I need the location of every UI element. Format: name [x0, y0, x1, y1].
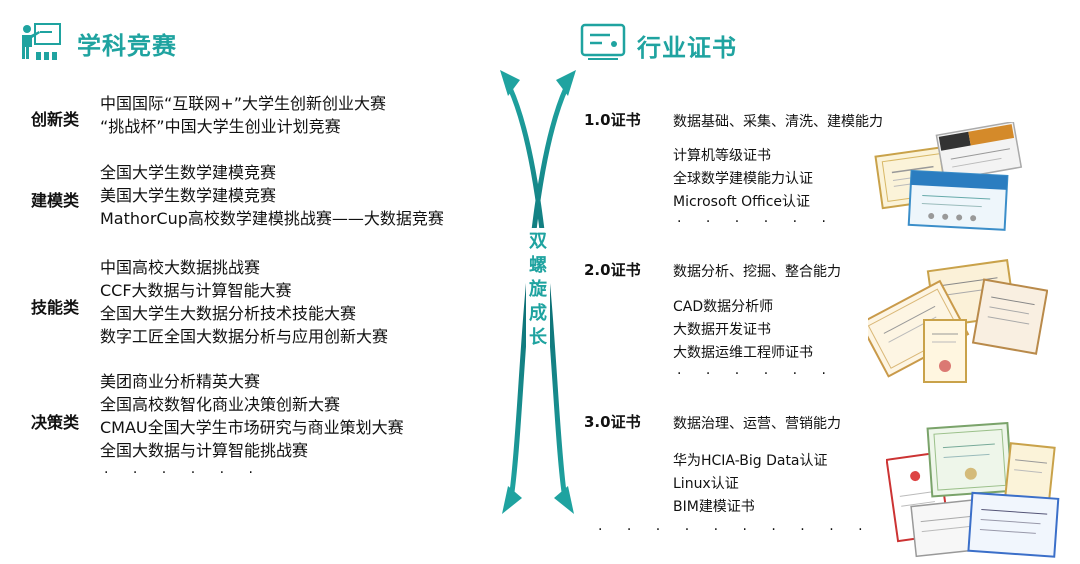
category-label-innovation: 创新类: [31, 110, 80, 129]
cert-list-2: CAD数据分析师 大数据开发证书 大数据运维工程师证书: [673, 296, 813, 365]
list-item: 全国大数据与计算智能挑战赛: [100, 441, 309, 460]
list-item: 计算机等级证书: [673, 148, 771, 164]
list-item: 全球数学建模能力认证: [673, 171, 813, 187]
certificate-images-1: [870, 120, 1030, 236]
level-label-3: 3.0证书: [584, 413, 641, 431]
list-item: MathorCup高校数学建模挑战赛——大数据竞赛: [100, 209, 444, 228]
center-label: 双螺旋成长: [529, 231, 547, 348]
level-desc-2: 数据分析、挖掘、整合能力: [673, 264, 841, 280]
list-item: BIM建模证书: [673, 499, 755, 515]
list-item: Microsoft Office认证: [673, 194, 811, 210]
list-item: 全国大学生大数据分析技术技能大赛: [100, 304, 357, 323]
teacher-presentation-icon: [18, 22, 62, 62]
center-label-bg: [526, 228, 550, 352]
level-label-1: 1.0证书: [584, 111, 641, 129]
category-label-modeling: 建模类: [31, 191, 80, 210]
competition-list-decision: 美团商业分析精英大赛 全国高校数智化商业决策创新大赛 CMAU全国大学生市场研究…: [100, 370, 404, 462]
list-item: 华为HCIA-Big Data认证: [673, 453, 828, 469]
level-ellipsis-3: · · · · · · · · · ·: [598, 522, 873, 538]
level-ellipsis-1: · · · · · ·: [677, 214, 836, 230]
level-desc-3: 数据治理、运营、营销能力: [673, 416, 841, 432]
level-ellipsis-2: · · · · · ·: [677, 366, 836, 382]
left-ellipsis: · · · · · ·: [104, 465, 263, 481]
cert-list-3: 华为HCIA-Big Data认证 Linux认证 BIM建模证书: [673, 450, 828, 519]
left-section-title: 学科竞赛: [77, 32, 177, 60]
level-label-2: 2.0证书: [584, 261, 641, 279]
certificate-images-3: [885, 421, 1062, 564]
list-item: CCF大数据与计算智能大赛: [100, 281, 292, 300]
list-item: “挑战杯”中国大学生创业计划竞赛: [100, 117, 341, 136]
list-item: 中国国际“互联网+”大学生创新创业大赛: [100, 94, 386, 113]
right-section-title: 行业证书: [637, 34, 737, 62]
list-item: CMAU全国大学生市场研究与商业策划大赛: [100, 418, 404, 437]
list-item: 大数据开发证书: [673, 322, 771, 338]
category-label-decision: 决策类: [31, 413, 80, 432]
list-item: 数字工匠全国大数据分析与应用创新大赛: [100, 327, 389, 346]
certificate-icon: [580, 23, 626, 61]
list-item: 美团商业分析精英大赛: [100, 372, 261, 391]
competition-list-modeling: 全国大学生数学建模竞赛 美国大学生数学建模竞赛 MathorCup高校数学建模挑…: [100, 161, 444, 230]
list-item: 大数据运维工程师证书: [673, 345, 813, 361]
list-item: CAD数据分析师: [673, 299, 774, 315]
list-item: 美国大学生数学建模竞赛: [100, 186, 277, 205]
level-desc-1: 数据基础、采集、清洗、建模能力: [673, 114, 883, 130]
cert-list-1: 计算机等级证书 全球数学建模能力认证 Microsoft Office认证: [673, 145, 813, 214]
list-item: Linux认证: [673, 476, 739, 492]
list-item: 全国高校数智化商业决策创新大赛: [100, 395, 341, 414]
list-item: 全国大学生数学建模竞赛: [100, 163, 277, 182]
certificate-images-2: [859, 258, 1049, 388]
competition-list-skills: 中国高校大数据挑战赛 CCF大数据与计算智能大赛 全国大学生大数据分析技术技能大…: [100, 256, 388, 348]
category-label-skills: 技能类: [31, 298, 80, 317]
competition-list-innovation: 中国国际“互联网+”大学生创新创业大赛 “挑战杯”中国大学生创业计划竞赛: [100, 92, 386, 138]
list-item: 中国高校大数据挑战赛: [100, 258, 261, 277]
